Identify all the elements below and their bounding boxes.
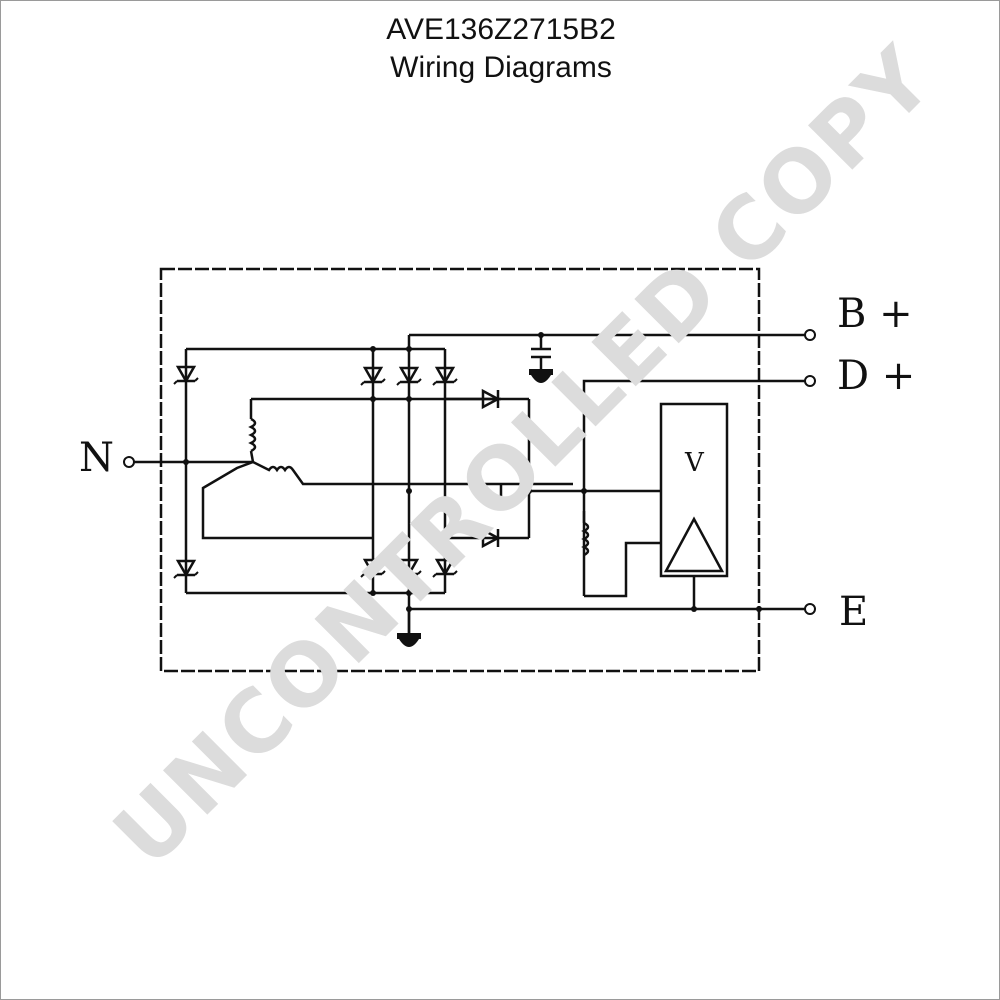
d-plus-line	[581, 379, 805, 598]
terminal-b-plus	[804, 329, 816, 341]
stator-winding	[201, 397, 573, 540]
page-subtitle: Wiring Diagrams	[390, 51, 612, 84]
regulator	[659, 402, 729, 612]
terminal-n	[123, 456, 253, 468]
terminal-label-d-plus: D +	[837, 353, 915, 399]
terminal-label-b-plus: B +	[837, 291, 913, 337]
housing-box	[159, 267, 761, 673]
terminal-e	[756, 603, 816, 615]
terminal-d-plus	[804, 375, 816, 387]
exciter-diodes	[445, 397, 661, 540]
terminal-label-n: N	[79, 435, 114, 481]
watermark: UNCONTROLLED COPY	[95, 28, 953, 886]
header: AVE136Z2715B2 Wiring Diagrams	[1, 11, 999, 87]
regulator-label: V	[684, 448, 705, 478]
part-number: AVE136Z2715B2	[386, 13, 616, 46]
neutral-diodes	[184, 347, 373, 595]
b-plus-bus	[409, 333, 805, 369]
terminal-label-e: E	[839, 589, 868, 635]
